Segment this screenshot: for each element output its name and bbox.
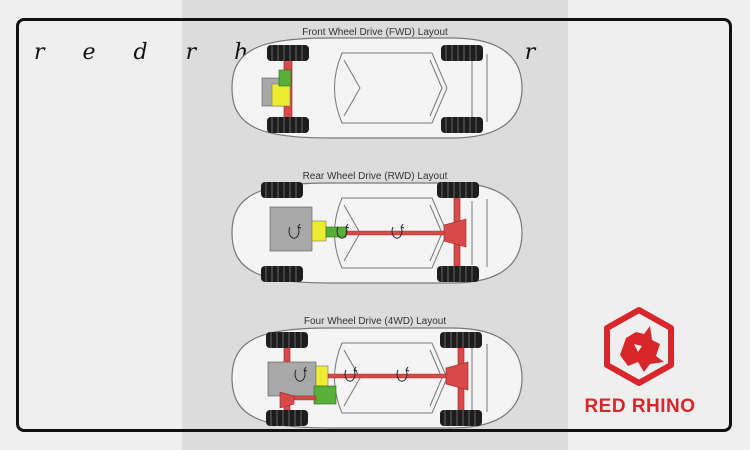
rwd-transmission xyxy=(311,220,327,242)
fourwd-front-differential xyxy=(279,391,295,409)
fwd-layout-title: Front Wheel Drive (FWD) Layout xyxy=(302,27,448,38)
rhino-eye-icon xyxy=(634,344,642,352)
rwd-layout: Rear Wheel Drive (RWD) Layout xyxy=(231,171,523,284)
rwd-drive-shaft xyxy=(345,230,447,236)
fourwd-layout-title: Four Wheel Drive (4WD) Layout xyxy=(304,316,446,327)
logo-text: RED RHINO xyxy=(584,396,695,417)
fwd-transaxle xyxy=(271,83,291,107)
rwd-car xyxy=(231,181,523,284)
rwd-engine xyxy=(269,206,313,252)
fwd-differential xyxy=(278,69,292,87)
rwd-layout-title: Rear Wheel Drive (RWD) Layout xyxy=(303,171,448,182)
fwd-layout: Front Wheel Drive (FWD) Layout xyxy=(231,27,523,139)
rhino-head-icon xyxy=(620,326,664,372)
fwd-car xyxy=(231,37,523,139)
fourwd-rear-differential xyxy=(445,361,469,391)
image-frame xyxy=(16,18,732,432)
fourwd-engine xyxy=(267,361,317,397)
fourwd-transfer-case xyxy=(313,385,337,405)
red-rhino-logo: RED RHINO xyxy=(584,307,695,417)
fourwd-car xyxy=(231,327,523,429)
fourwd-transmission xyxy=(315,365,329,387)
logo-hexagon xyxy=(604,307,674,386)
rwd-gearbox xyxy=(325,226,347,238)
fourwd-layout: Four Wheel Drive (4WD) Layout xyxy=(231,316,523,429)
rwd-differential xyxy=(443,218,467,248)
